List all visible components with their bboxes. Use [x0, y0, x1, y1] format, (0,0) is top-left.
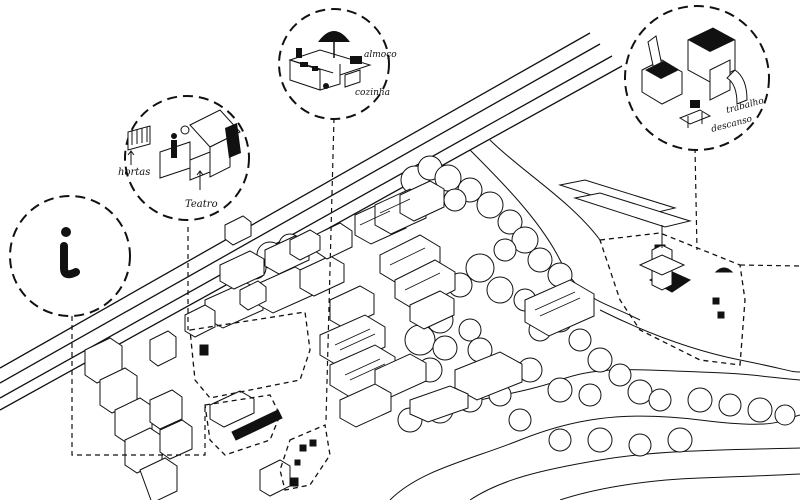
- info-dot: [61, 227, 71, 237]
- buildings: [84, 179, 692, 500]
- theatre-figures: [171, 123, 241, 158]
- leader-lines: [71, 117, 800, 456]
- hortas-label: hortas: [118, 167, 150, 178]
- info-bubble: i: [9, 195, 131, 317]
- info-stem: [60, 242, 80, 279]
- work-fills: [645, 28, 735, 108]
- terrain-contours: [389, 139, 800, 500]
- almoco-label: almoço: [364, 50, 397, 60]
- theatre-bubble: hortas Teatro: [118, 95, 250, 221]
- roof-hatching: [334, 198, 581, 381]
- info-bubble-frame: [9, 195, 131, 317]
- teatro-label: Teatro: [185, 199, 218, 210]
- landmark-tower: [638, 225, 686, 291]
- vegetation: [243, 155, 796, 457]
- kitchen-bubble: almoço cozinha: [278, 8, 397, 120]
- work-bubble: trabalho descanso: [624, 5, 770, 151]
- hortas-arrow-head: [127, 150, 135, 156]
- kitchen-fills: [296, 48, 362, 89]
- teatro-arrow-head: [196, 170, 204, 176]
- intervention-areas: [189, 232, 746, 491]
- cozinha-label: cozinha: [355, 88, 390, 98]
- umbrella-icon: [318, 31, 350, 42]
